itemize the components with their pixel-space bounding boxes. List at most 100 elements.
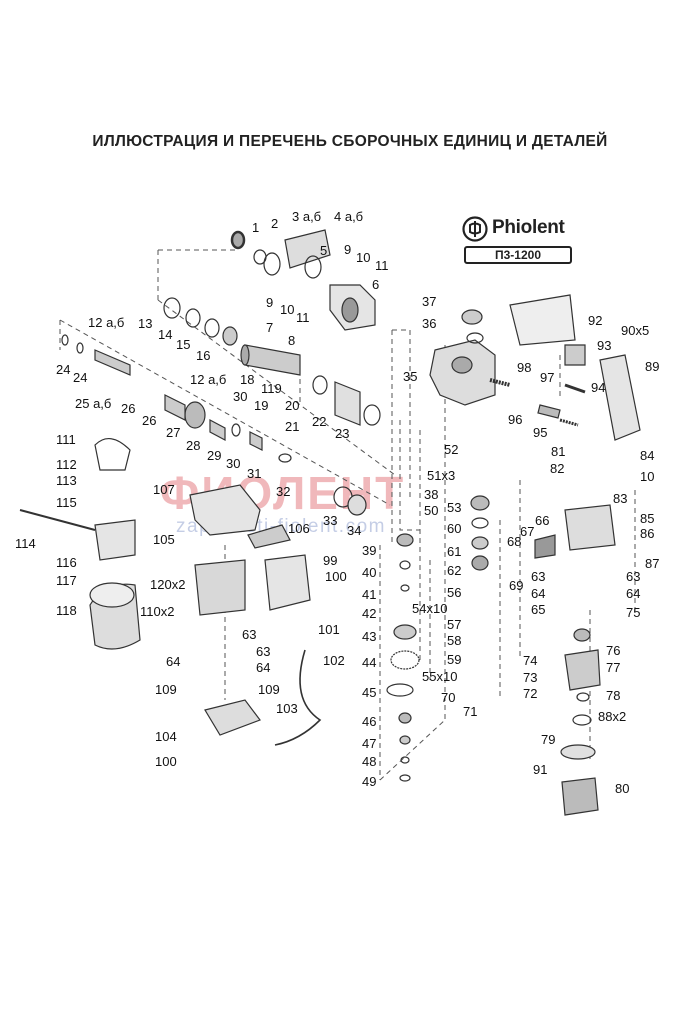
ring-13: [163, 297, 181, 319]
label-10a: 10: [356, 250, 370, 265]
label-100b: 100: [155, 754, 177, 769]
label-46: 46: [362, 714, 376, 729]
sleeve-3: [263, 252, 281, 276]
label-77: 77: [606, 660, 620, 675]
label-106: 106: [288, 521, 310, 536]
label-87: 87: [645, 556, 659, 571]
seal-36: [466, 332, 484, 344]
label-3: 3 а,б: [292, 209, 321, 224]
label-6: 6: [372, 277, 379, 292]
washer-49: [399, 774, 411, 782]
label-64a: 64: [531, 586, 545, 601]
housing-105: [194, 559, 246, 616]
sleeve-31: [249, 431, 263, 451]
label-10b: 10: [280, 302, 294, 317]
label-100a: 100: [325, 569, 347, 584]
label-120: 120х2: [150, 577, 185, 592]
label-7: 7: [266, 320, 273, 335]
cover-106: [247, 524, 291, 549]
label-61: 61: [447, 544, 461, 559]
label-25: 25 а,б: [75, 396, 111, 411]
label-48: 48: [362, 754, 376, 769]
ring-24b: [76, 342, 84, 354]
ring-45: [386, 683, 414, 697]
label-104: 104: [155, 729, 177, 744]
label-51: 51х3: [427, 468, 455, 483]
label-44: 44: [362, 655, 376, 670]
ring-24a: [61, 334, 69, 346]
label-21: 21: [285, 419, 299, 434]
sleeve-22: [334, 381, 361, 426]
part-47: [399, 735, 411, 745]
label-59: 59: [447, 652, 461, 667]
armature-77: [564, 649, 601, 691]
model-badge: П3-1200: [464, 246, 572, 264]
label-91: 91: [533, 762, 547, 777]
label-70: 70: [441, 690, 455, 705]
label-57: 57: [447, 617, 461, 632]
body-92: [509, 294, 576, 346]
label-53: 53: [447, 500, 461, 515]
label-29: 29: [207, 448, 221, 463]
label-54: 54х10: [412, 601, 447, 616]
label-89: 89: [645, 359, 659, 374]
stator-80: [561, 777, 599, 816]
gear-53: [470, 495, 490, 511]
label-116: 116: [56, 555, 77, 570]
label-76: 76: [606, 643, 620, 658]
label-102: 102: [323, 653, 345, 668]
base-104: [204, 699, 261, 736]
bracket-116: [94, 519, 136, 561]
label-11a: 11: [375, 258, 389, 273]
label-99: 99: [323, 553, 337, 568]
label-109a: 109: [155, 682, 177, 697]
label-15: 15: [176, 337, 190, 352]
label-64c: 64: [166, 654, 180, 669]
label-12a: 12 а,б: [88, 315, 124, 330]
label-72: 72: [523, 686, 537, 701]
label-39: 39: [362, 543, 376, 558]
ring-41: [400, 584, 410, 592]
label-97: 97: [540, 370, 554, 385]
label-73: 73: [523, 670, 537, 685]
sleeve-29: [209, 419, 226, 441]
spring-98: [489, 378, 511, 387]
label-14: 14: [158, 327, 172, 342]
label-24a: 24: [56, 362, 70, 377]
label-93: 93: [597, 338, 611, 353]
label-30b: 30: [226, 456, 240, 471]
clamp-111: [94, 438, 131, 471]
label-118: 118: [56, 603, 77, 618]
label-36: 36: [422, 316, 436, 331]
washer-34: [347, 494, 367, 516]
washer-32: [278, 453, 292, 463]
label-69: 69: [509, 578, 523, 593]
label-74: 74: [523, 653, 537, 668]
label-8: 8: [288, 333, 295, 348]
label-9b: 9: [266, 295, 273, 310]
label-35: 35: [403, 369, 417, 384]
label-26a: 26: [121, 401, 135, 416]
label-32: 32: [276, 484, 290, 499]
label-63d: 63: [256, 644, 270, 659]
label-63b: 63: [626, 569, 640, 584]
switch-93: [564, 344, 586, 366]
label-71: 71: [463, 704, 477, 719]
label-112: 112: [56, 457, 77, 472]
label-55: 55х10: [422, 669, 457, 684]
label-58: 58: [447, 633, 461, 648]
cord-103: [274, 649, 322, 746]
label-34: 34: [347, 523, 361, 538]
handle-99: [264, 554, 311, 611]
button-94: [564, 383, 586, 394]
label-30a: 30: [233, 389, 247, 404]
ring-15: [204, 318, 220, 338]
label-18: 18: [240, 372, 254, 387]
label-82: 82: [550, 461, 564, 476]
gear-62: [471, 555, 489, 571]
label-45: 45: [362, 685, 376, 700]
label-96: 96: [508, 412, 522, 427]
label-4: 4 а,б: [334, 209, 363, 224]
label-50: 50: [424, 503, 438, 518]
